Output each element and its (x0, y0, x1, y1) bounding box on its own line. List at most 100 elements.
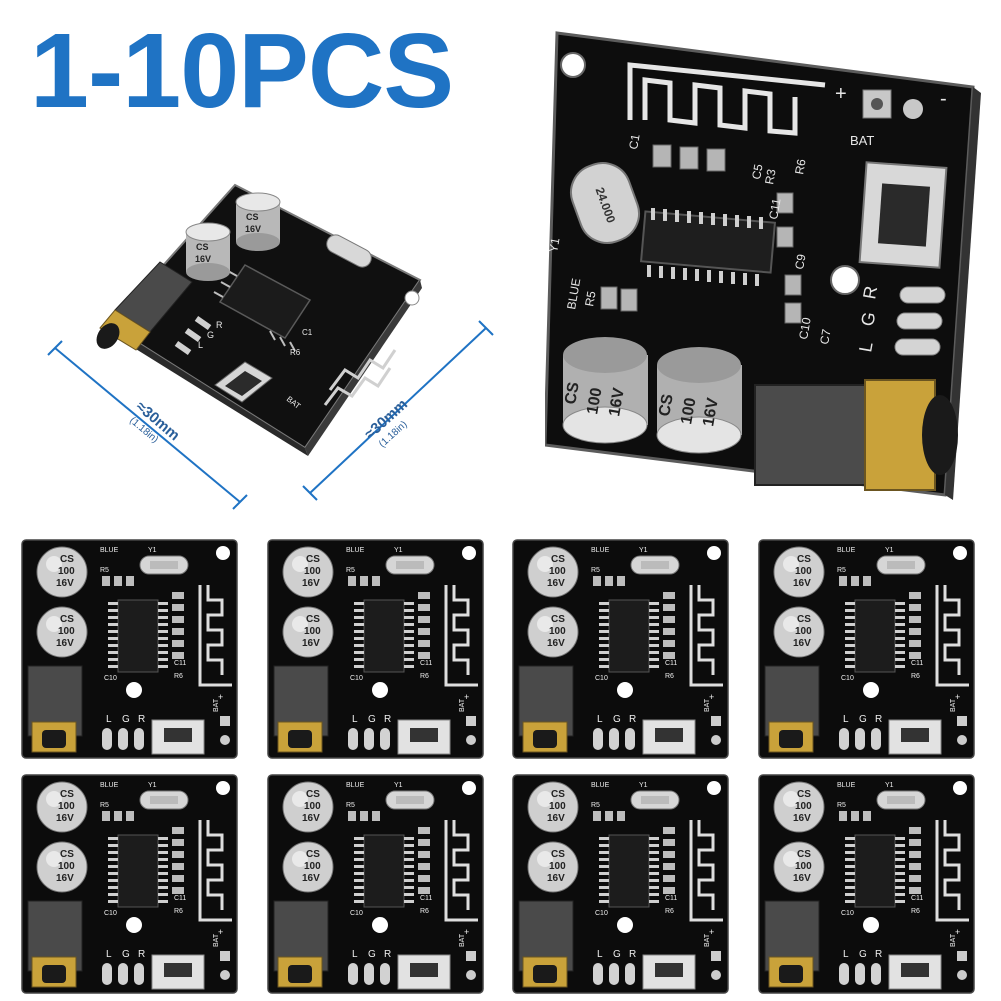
grid-usb-port (151, 719, 205, 755)
svg-text:CS: CS (306, 614, 320, 625)
svg-text:C9: C9 (792, 253, 809, 271)
grid-antenna (206, 820, 224, 910)
grid-antenna (452, 820, 470, 910)
grid-usb-port (888, 719, 942, 755)
svg-text:R5: R5 (591, 802, 600, 809)
svg-text:BLUE: BLUE (837, 547, 856, 554)
large-board-capacitor: CS 100 16V (656, 347, 742, 454)
svg-text:C11: C11 (766, 197, 784, 221)
svg-text:CS: CS (60, 789, 74, 800)
svg-text:100: 100 (795, 626, 812, 637)
svg-text:L: L (106, 714, 112, 725)
grid-chip (117, 834, 159, 908)
grid-chip (854, 599, 896, 673)
svg-text:16V: 16V (547, 813, 565, 824)
svg-text:100: 100 (304, 566, 321, 577)
svg-text:C10: C10 (841, 675, 854, 682)
svg-text:100: 100 (58, 566, 75, 577)
svg-text:BAT: BAT (950, 933, 957, 947)
svg-text:L: L (198, 340, 203, 350)
grid-antenna (697, 585, 715, 675)
svg-text:C10: C10 (796, 316, 814, 340)
svg-text:Y1: Y1 (639, 547, 648, 554)
grid-audio-jack (273, 900, 329, 988)
svg-text:BAT: BAT (459, 933, 466, 947)
svg-text:+: + (218, 692, 223, 702)
dimension-height-marker (302, 320, 494, 501)
svg-text:16V: 16V (793, 638, 811, 649)
svg-text:100: 100 (549, 566, 566, 577)
svg-text:+: + (709, 927, 714, 937)
svg-text:100: 100 (549, 861, 566, 872)
svg-text:L: L (855, 340, 876, 353)
small-board-audio-jack (96, 261, 193, 351)
grid-antenna (943, 820, 961, 910)
hero-board-small: ≈30mm (1.18in) ≈30mm (1.18in) CS 16V (47, 183, 494, 510)
grid-usb-port (151, 954, 205, 990)
svg-text:C11: C11 (420, 660, 432, 667)
svg-text:BLUE: BLUE (564, 277, 583, 310)
svg-text:R6: R6 (420, 673, 429, 680)
headline: 1-10PCS (30, 12, 454, 130)
svg-text:R5: R5 (591, 567, 600, 574)
svg-text:-: - (940, 88, 947, 110)
svg-text:Y1: Y1 (639, 782, 648, 789)
mounting-hole-icon (126, 682, 142, 698)
svg-text:Y1: Y1 (546, 236, 562, 253)
grid-usb-port (642, 719, 696, 755)
mounting-hole-icon (560, 52, 586, 78)
grid-audio-jack (764, 900, 820, 988)
svg-text:G: G (122, 714, 130, 725)
svg-text:R6: R6 (420, 908, 429, 915)
svg-text:L: L (106, 949, 112, 960)
grid-chip (608, 599, 650, 673)
svg-text:100: 100 (58, 861, 75, 872)
svg-text:G: G (613, 714, 621, 725)
svg-text:+: + (218, 927, 223, 937)
grid-antenna (206, 585, 224, 675)
grid-usb-port (397, 954, 451, 990)
svg-text:+: + (955, 692, 960, 702)
svg-text:R5: R5 (837, 567, 846, 574)
small-board-capacitor: CS 16V (185, 222, 231, 281)
mounting-hole-icon (126, 917, 142, 933)
svg-text:CS: CS (306, 554, 320, 565)
mounting-hole-icon (707, 781, 721, 795)
svg-text:G: G (613, 949, 621, 960)
svg-text:100: 100 (549, 801, 566, 812)
svg-text:16V: 16V (793, 813, 811, 824)
svg-text:CS: CS (797, 554, 811, 565)
svg-text:16V: 16V (700, 396, 722, 427)
svg-text:C11: C11 (911, 895, 923, 902)
mounting-hole-icon (953, 781, 967, 795)
svg-text:C10: C10 (104, 910, 117, 917)
svg-text:CS: CS (196, 242, 209, 252)
audio-jack (754, 379, 958, 491)
mounting-hole-icon (953, 546, 967, 560)
svg-text:16V: 16V (547, 578, 565, 589)
mounting-hole-icon (216, 781, 230, 795)
svg-text:C10: C10 (595, 910, 608, 917)
svg-text:CS: CS (246, 212, 259, 222)
svg-text:C7: C7 (817, 328, 834, 346)
svg-text:+: + (835, 83, 847, 105)
crystal-oscillator: 24.000 (570, 162, 640, 244)
svg-text:R3: R3 (762, 168, 779, 186)
svg-text:100: 100 (584, 386, 605, 415)
svg-text:16V: 16V (547, 638, 565, 649)
svg-text:BLUE: BLUE (100, 782, 119, 789)
main-chip (639, 208, 777, 286)
grid-audio-jack (273, 665, 329, 753)
svg-text:L: L (597, 714, 603, 725)
svg-text:100: 100 (795, 801, 812, 812)
svg-text:C11: C11 (420, 895, 432, 902)
